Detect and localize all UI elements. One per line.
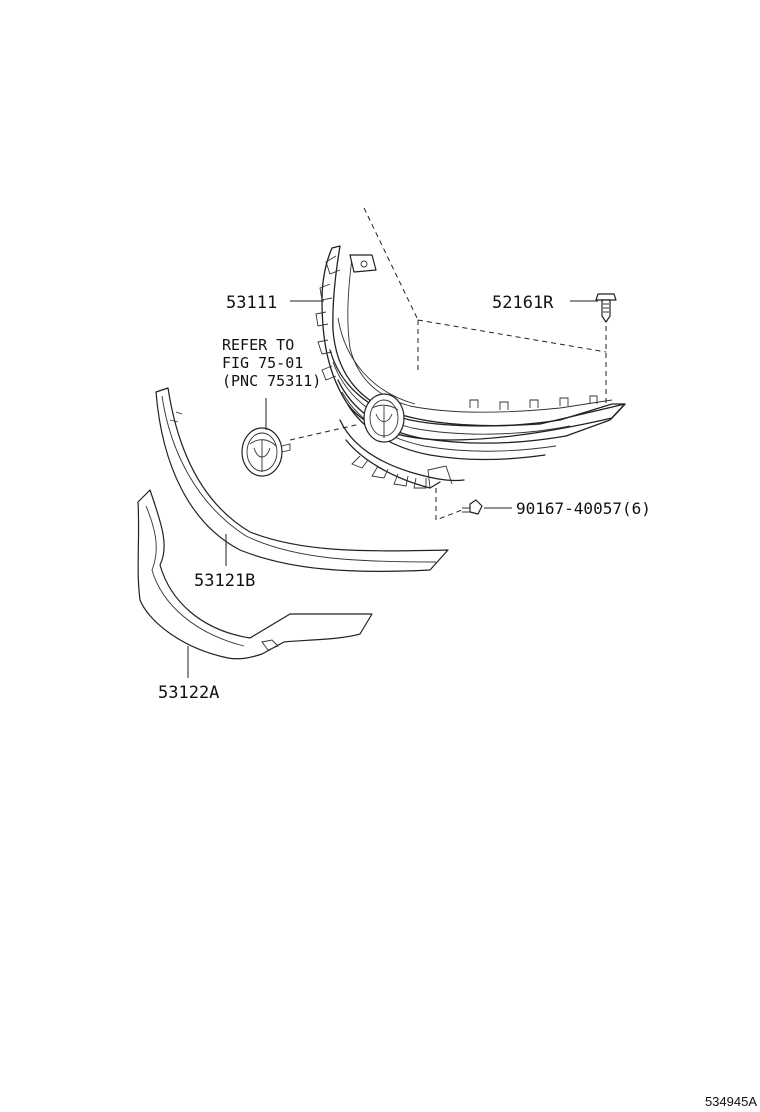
figure-id: 534945A [705,1094,757,1109]
lower-molding [137,489,373,660]
label-53121b: 53121B [194,571,255,591]
refer-line-1: REFER TO [222,336,294,354]
installation-lines [289,207,607,521]
screw-90167 [462,499,483,515]
label-52161r: 52161R [492,293,554,313]
emblem [241,427,291,477]
label-53122a: 53122A [158,683,219,703]
refer-line-3: (PNC 75311) [222,372,321,390]
radiator-grille [315,245,626,489]
leader-lines [187,300,598,678]
upper-molding [155,387,449,572]
label-90167: 90167-40057(6) [516,499,651,518]
label-53111: 53111 [226,293,277,313]
clip-52161r [595,293,617,323]
refer-line-2: FIG 75-01 [222,354,303,372]
